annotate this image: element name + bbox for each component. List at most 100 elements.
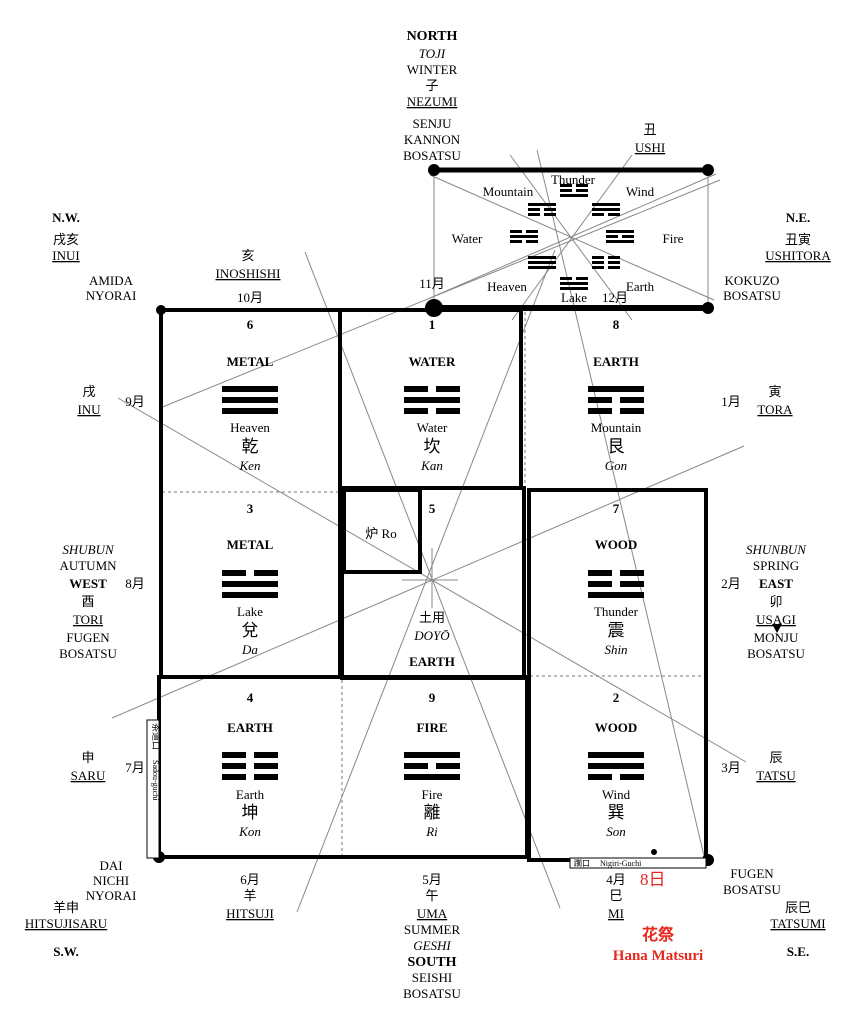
trigram-wheel-labels: Thunder Mountain Wind Water Fire Heaven … [452, 172, 684, 305]
northeast-deity-1: KOKUZO [725, 273, 780, 288]
tora-kanji: 寅 [768, 384, 781, 399]
room-7-romaji: Shin [604, 642, 627, 657]
trigram-wind [588, 752, 644, 780]
east-deity-2: BOSATSU [747, 646, 805, 661]
center-romaji: DOYŌ [413, 628, 450, 643]
month-labels: 11月 12月 10月 9月 1月 8月 2月 7月 3月 [125, 276, 741, 775]
hitsuji-month: 6月 [240, 872, 260, 887]
inoshishi-name: INOSHISHI [216, 266, 281, 281]
southwest-deity-3: NYORAI [86, 888, 137, 903]
room-8-element: EARTH [593, 354, 639, 369]
east-block: SHUNBUN SPRING EAST 卯 USAGI MONJU BOSATS… [746, 542, 807, 661]
room-3-kanji: 兌 [242, 621, 259, 640]
inu-block: 戌 INU [77, 384, 101, 417]
dashed-divisions [162, 312, 706, 856]
north-block: NORTH TOJI WINTER 子 NEZUMI SENJU KANNON … [403, 29, 461, 163]
room-7-kanji: 震 [608, 621, 625, 640]
south-month: 5月 [422, 872, 442, 887]
southwest-animal: HITSUJISARU [25, 916, 108, 931]
trigram-water [404, 386, 460, 414]
month-11: 11月 [419, 276, 445, 291]
room-7-number: 7 [613, 501, 620, 516]
center-element: EARTH [409, 654, 455, 669]
room-7-element: WOOD [595, 537, 638, 552]
room-8-romaji: Gon [605, 458, 627, 473]
room-1-romaji: Kan [420, 458, 443, 473]
room-2-kanji: 巽 [608, 803, 625, 822]
inu-name: INU [77, 402, 101, 417]
wheel-label-heaven: Heaven [487, 279, 527, 294]
ushi-kanji: 丑 [643, 122, 656, 137]
north-animal: NEZUMI [407, 94, 458, 109]
west-deity-2: BOSATSU [59, 646, 117, 661]
center-kanji: 土用 [419, 610, 445, 625]
north-season: TOJI [419, 46, 446, 61]
east-arrow-icon [772, 624, 782, 633]
month-3: 3月 [721, 760, 741, 775]
wheel-trigram-earth [592, 256, 620, 269]
wheel-trigram-heaven [528, 256, 556, 269]
southwest-deity-2: NICHI [93, 873, 129, 888]
northwest-block: N.W. 戌亥 INUI AMIDA NYORAI [52, 210, 136, 303]
southwest-block: DAI NICHI NYORAI 羊申 HITSUJISARU S.W. [25, 858, 136, 959]
room-4-number: 4 [247, 690, 254, 705]
room-9-name: Fire [422, 787, 443, 802]
southeast-deity-2: BOSATSU [723, 882, 781, 897]
room-4-element: EARTH [227, 720, 273, 735]
center-block: 5 炉 Ro 土用 DOYŌ EARTH [365, 501, 455, 669]
month-2: 2月 [721, 576, 741, 591]
room-7-name: Thunder [594, 604, 639, 619]
trigram-lake [222, 570, 278, 598]
hitsuji-kanji: 羊 [243, 888, 256, 903]
northeast-animal: USHITORA [765, 248, 831, 263]
south-deity-1: SEISHI [412, 970, 452, 985]
wheel-label-fire: Fire [663, 231, 684, 246]
south-kanji: 午 [425, 888, 438, 903]
wheel-label-thunder: Thunder [551, 172, 596, 187]
sadou-kanji: 茶道口 [151, 723, 162, 750]
trigram-earth [222, 752, 278, 780]
room-3-number: 3 [247, 501, 254, 516]
east-season-en: SPRING [753, 558, 799, 573]
room-2-number: 2 [613, 690, 620, 705]
trigram-symbols [222, 184, 644, 780]
mi-block: 4月 巳 MI [606, 872, 626, 921]
wheel-trigram-thunder [560, 184, 588, 197]
tatsu-block: 辰 TATSU [756, 750, 796, 783]
southeast-heading: S.E. [787, 944, 809, 959]
wheel-label-mountain: Mountain [483, 184, 534, 199]
inoshishi-block: 亥 INOSHISHI [216, 248, 281, 281]
mi-kanji: 巳 [609, 888, 622, 903]
room-1-kanji: 坎 [424, 437, 441, 456]
northeast-block: N.E. 丑寅 USHITORA KOKUZO BOSATSU [723, 210, 831, 303]
room-3-name: Lake [237, 604, 263, 619]
month-7: 7月 [125, 760, 145, 775]
nigiri-kanji: 躙口 [574, 859, 590, 868]
hitsuji-block: 6月 羊 HITSUJI [226, 872, 274, 921]
room-labels: 6 METAL Heaven 乾 Ken 1 WATER Water 坎 Kan… [227, 317, 642, 839]
ro-label: 炉 Ro [365, 526, 396, 541]
northwest-heading: N.W. [52, 210, 80, 225]
tora-block: 寅 TORA [757, 384, 793, 417]
south-animal: UMA [417, 906, 448, 921]
northeast-kanji: 丑寅 [785, 232, 811, 247]
west-animal: TORI [73, 612, 103, 627]
room-4-name: Earth [236, 787, 265, 802]
month-10: 10月 [237, 290, 263, 305]
room-9-kanji: 離 [424, 803, 441, 822]
saru-name: SARU [71, 768, 106, 783]
inu-kanji: 戌 [82, 384, 95, 399]
wheel-label-water: Water [452, 231, 483, 246]
room-2-romaji: Son [606, 824, 626, 839]
west-kanji: 酉 [81, 594, 94, 609]
wheel-trigram-wind [592, 203, 620, 216]
west-season-en: AUTUMN [59, 558, 117, 573]
east-heading: EAST [759, 576, 793, 591]
northeast-deity-2: BOSATSU [723, 288, 781, 303]
saru-block: 申 SARU [71, 750, 106, 783]
south-deity-2: BOSATSU [403, 986, 461, 1001]
southeast-block: FUGEN BOSATSU 辰巳 TATSUMI S.E. [723, 866, 826, 959]
sadou-guchi-entrance [146, 719, 160, 859]
wheel-trigram-water [510, 230, 538, 243]
